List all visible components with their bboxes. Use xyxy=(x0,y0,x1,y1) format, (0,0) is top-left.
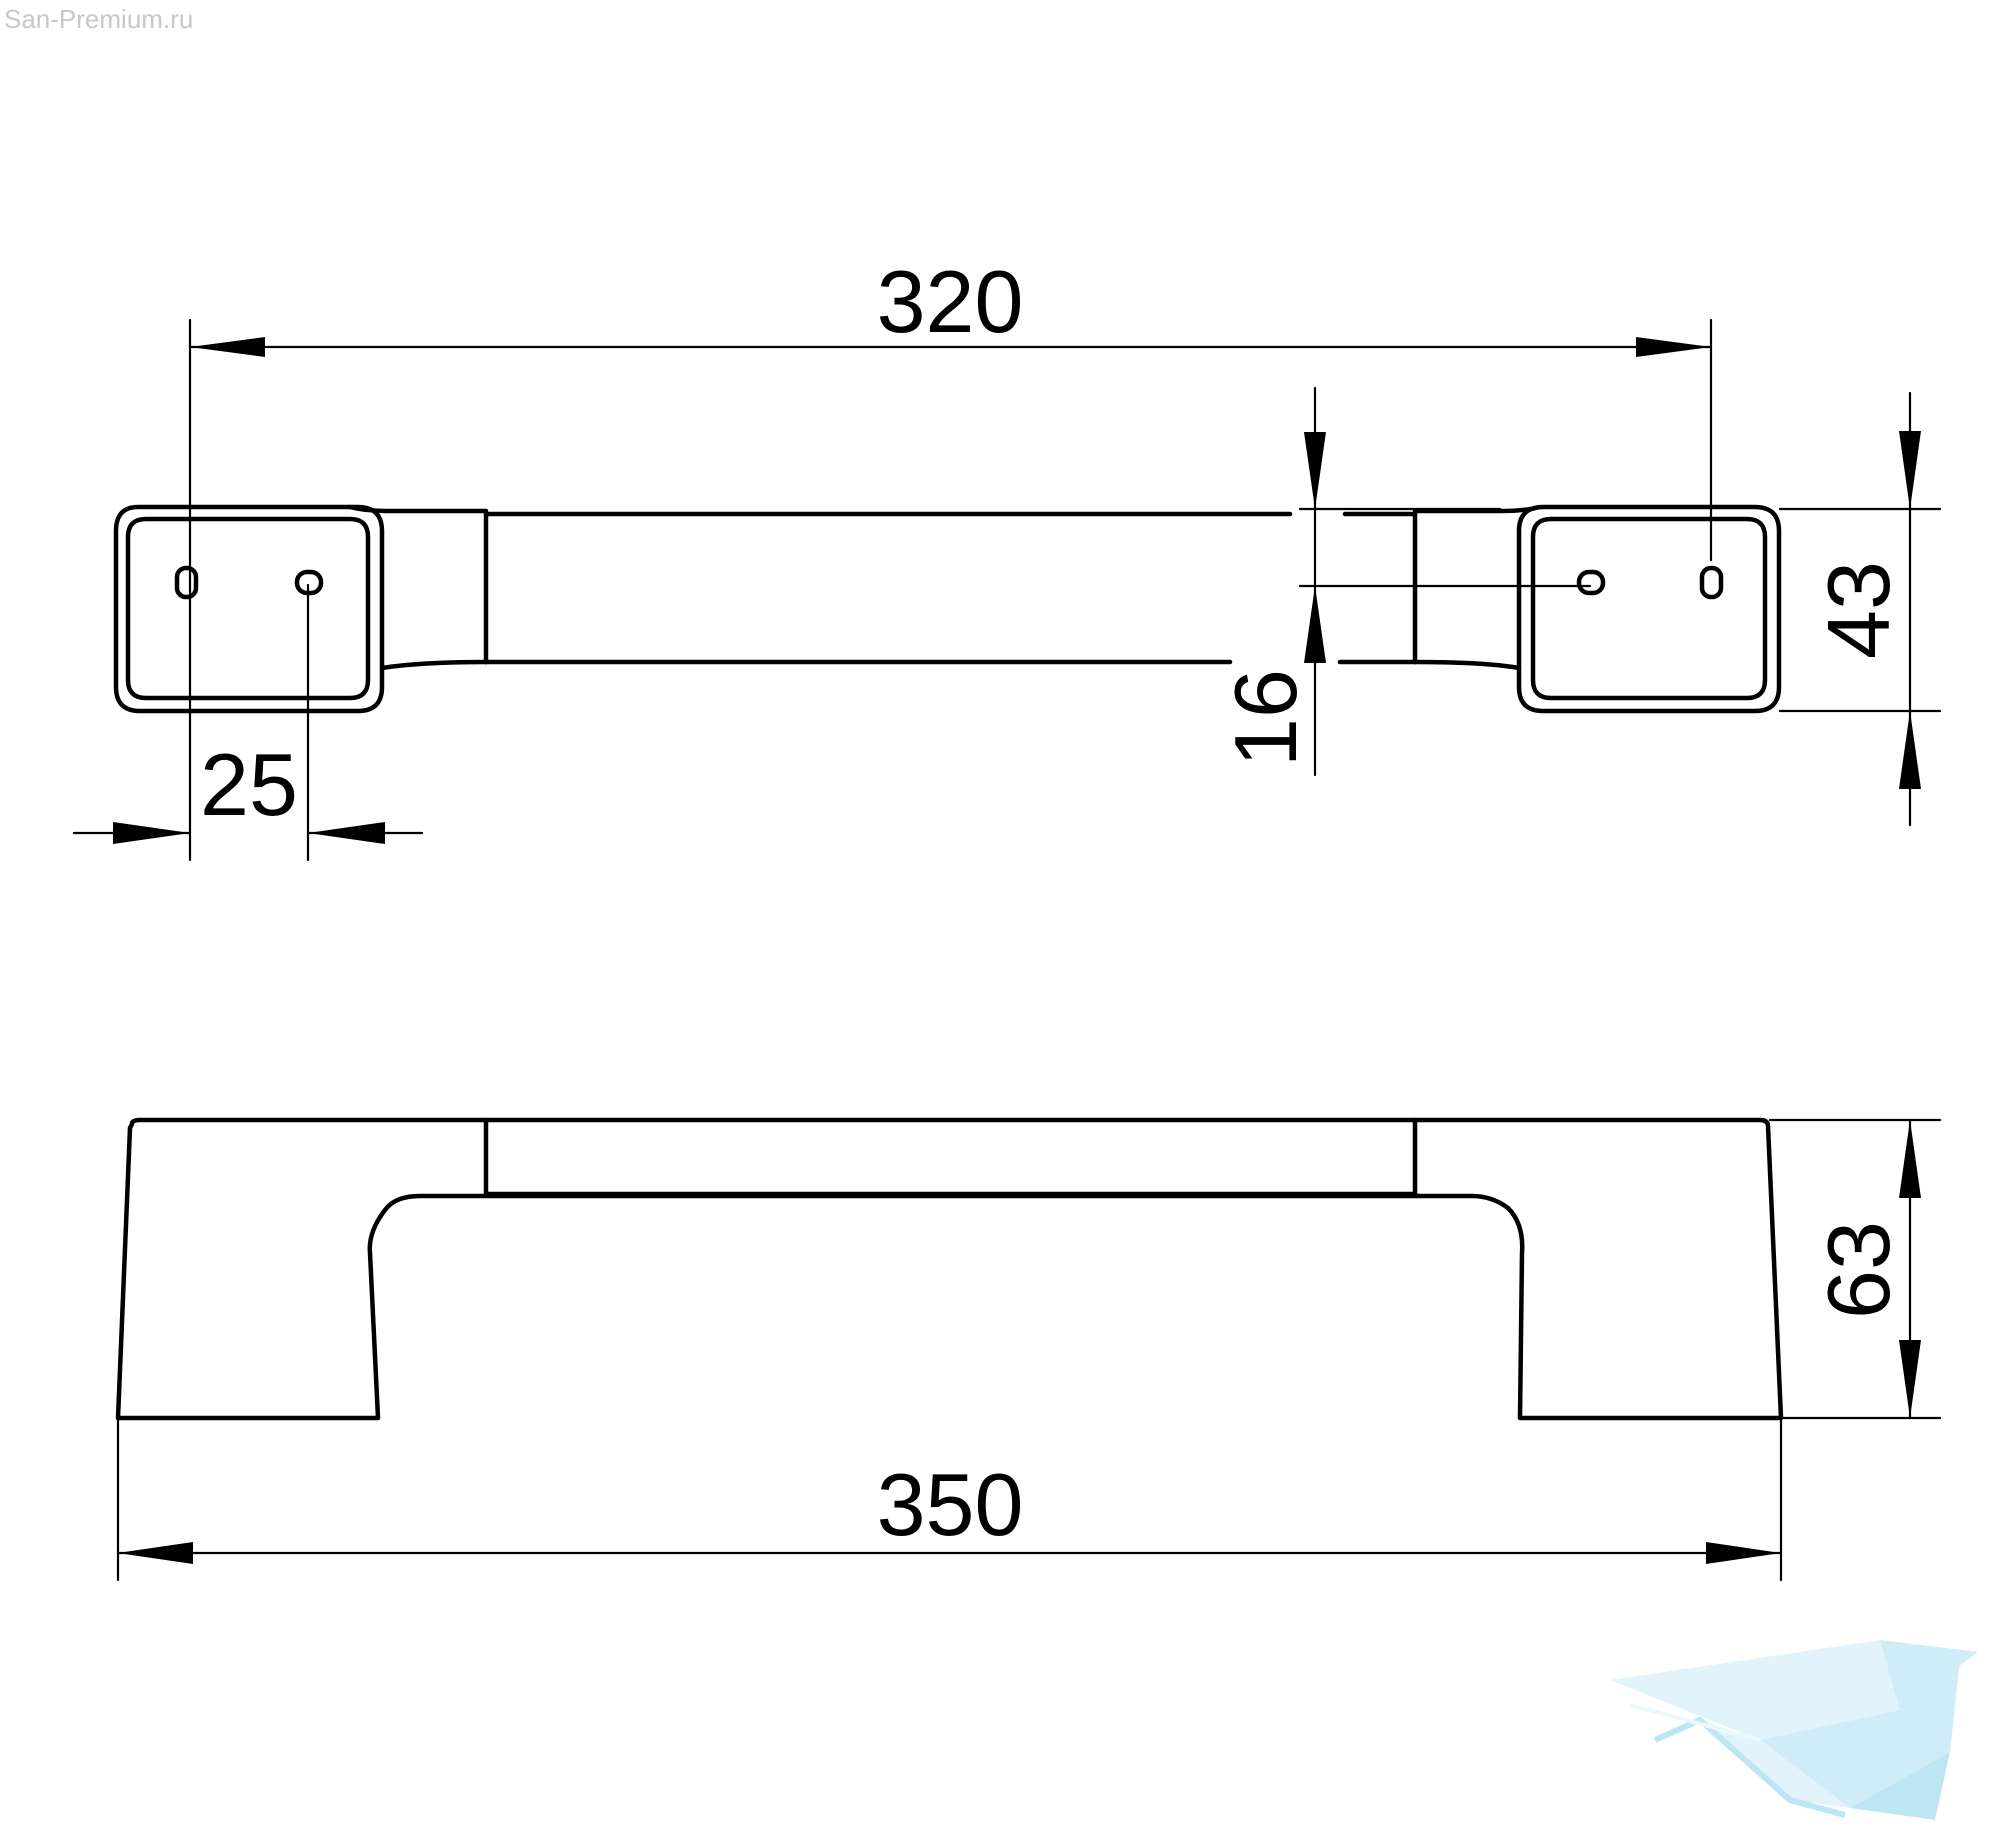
left-plate-hole-1 xyxy=(174,565,199,600)
bar-right-bottom-edge xyxy=(1412,659,1522,671)
arrow-25-right xyxy=(308,822,385,844)
dimension-label-350: 350 xyxy=(877,1455,1024,1554)
arrow-25-left xyxy=(113,822,190,844)
right-plate-hole-1 xyxy=(1576,569,1606,596)
arrow-63-bottom xyxy=(1899,1340,1921,1418)
handle-outline xyxy=(115,1116,1784,1421)
left-plate-outer xyxy=(113,504,385,714)
arrow-43-bottom xyxy=(1899,711,1921,789)
arrow-63-top xyxy=(1899,1120,1921,1198)
right-plate-inner xyxy=(1530,516,1768,701)
arrow-16-top xyxy=(1304,432,1326,509)
left-plate-inner xyxy=(125,516,371,701)
bar-right-top-edge xyxy=(1412,504,1543,514)
dimension-label-16: 16 xyxy=(1216,669,1315,767)
right-plate-hole-2 xyxy=(1699,565,1724,600)
arrow-320-left xyxy=(190,337,265,357)
arrow-43-top xyxy=(1899,431,1921,509)
bar-left-top-edge xyxy=(347,504,489,514)
top-view: 320 25 16 43 xyxy=(72,252,1942,862)
watermark-text: San-Premium.ru xyxy=(4,4,194,34)
arrow-350-right xyxy=(1706,1542,1781,1564)
right-plate-outer xyxy=(1516,504,1782,714)
bar-left-bottom-edge xyxy=(379,659,489,671)
san-premium-logo-icon xyxy=(1610,1640,1978,1820)
dimension-label-63: 63 xyxy=(1809,1221,1908,1319)
dimension-label-25: 25 xyxy=(200,735,298,834)
arrow-350-left xyxy=(118,1542,193,1564)
front-view: 63 350 xyxy=(115,1116,1942,1582)
dimension-label-43: 43 xyxy=(1809,561,1908,659)
arrow-320-right xyxy=(1636,337,1711,357)
arrow-16-bottom xyxy=(1304,586,1326,663)
dimension-label-320: 320 xyxy=(877,252,1024,351)
